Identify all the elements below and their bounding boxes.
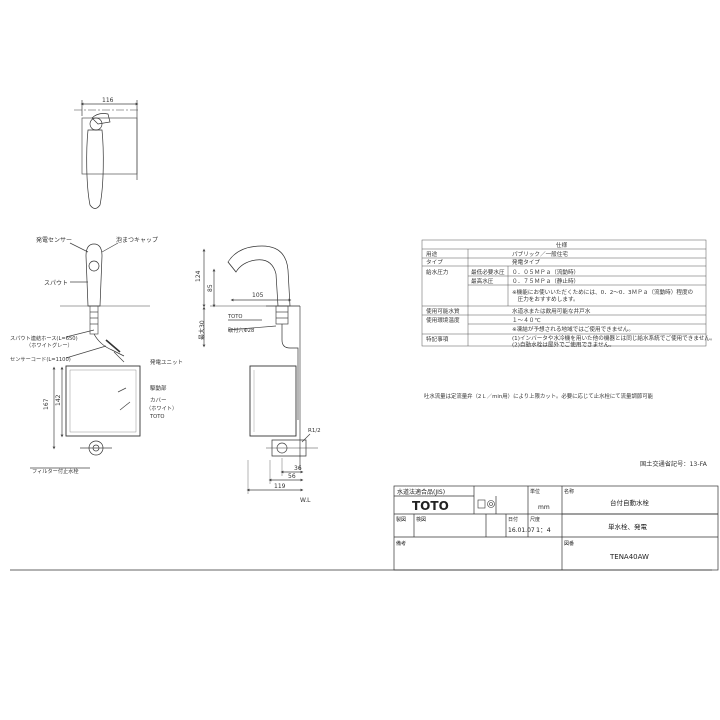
- dim-max30: 最大30: [198, 320, 206, 340]
- dim-85: 85: [207, 284, 214, 292]
- tb-unit-label: 単位: [530, 488, 540, 495]
- spec-label: 用途: [426, 250, 438, 258]
- tb-scale: 1：4: [536, 526, 551, 534]
- tb-name: 台付自動水栓: [610, 498, 650, 507]
- spec-label: 使用環境温度: [426, 316, 460, 324]
- spec-value: ※機能にお使いいただくためには、0．2〜0．3ＭＰａ（流動時）程度の: [512, 288, 694, 296]
- label-sensor: 発電センサー: [36, 236, 72, 244]
- dim-105: 105: [252, 292, 264, 299]
- dim-167: 167: [43, 398, 50, 410]
- tb-drawn-label: 製図: [396, 516, 406, 523]
- spec-label: タイプ: [426, 258, 443, 266]
- title-block: [10, 485, 719, 571]
- tb-date: 16.01.07: [508, 527, 535, 534]
- spec-label: 特記事項: [426, 335, 449, 343]
- label-cap: 泡まつキャップ: [116, 236, 158, 244]
- tb-name-label: 名称: [564, 488, 574, 495]
- tb-brand: TOTO: [412, 499, 449, 513]
- tb-sub-name: 単水栓、発電: [608, 522, 648, 531]
- spec-value: ０．７５ＭＰａ（静止時）: [512, 277, 579, 285]
- label-cord: センサーコード(L=1100): [10, 356, 71, 363]
- dim-119: 119: [274, 483, 286, 490]
- spec-value: (1)インバータや水冷機を用いた他の機器とは同じ給水系統でご使用できません。: [512, 334, 716, 342]
- label-hose-sub: （ホワイトグレー）: [26, 341, 73, 349]
- tb-checked-label: 検図: [416, 516, 426, 523]
- front-view: [30, 242, 150, 469]
- note-flow: 吐水流量は定流量弁（2Ｌ／min用）により上限カット。必要に応じて止水栓にて流量…: [424, 392, 654, 400]
- tb-scale-label: 尺度: [530, 516, 540, 523]
- label-wl: W.L: [300, 497, 311, 504]
- spec-value: (2)自動水栓は屋外でご使用できません。: [512, 341, 615, 349]
- label-toto-side: TOTO: [227, 314, 243, 320]
- tb-dwg-no: TENA40AW: [609, 553, 649, 561]
- spec-value: ※凍結が予想される地域ではご使用できません。: [512, 325, 634, 333]
- spec-value: ０．０５ＭＰａ（流動時）: [512, 268, 579, 276]
- spec-label: 使用可能水質: [426, 307, 460, 315]
- spec-value: 水道水または飲用可能な井戸水: [512, 307, 591, 315]
- dim-124: 124: [195, 270, 202, 282]
- label-drive: 駆動部: [150, 384, 167, 392]
- label-spout: スパウト: [44, 279, 68, 287]
- label-r12: R1/2: [308, 428, 321, 434]
- spec-title: 仕様: [556, 241, 568, 249]
- spec-value: 圧力をおすすめします。: [512, 295, 579, 303]
- label-cover: カバー: [150, 397, 167, 404]
- label-hole: 取付穴Φ28: [228, 326, 254, 334]
- spec-sub: 最低必要水圧: [471, 268, 505, 276]
- tb-dwg-label: 図番: [564, 540, 574, 547]
- label-cover-sub: （ホワイト）: [146, 405, 177, 412]
- spec-value: 発電タイプ: [512, 258, 540, 266]
- spec-value: １〜４０℃: [512, 317, 541, 324]
- dim-36: 36: [294, 465, 302, 472]
- note-mlit: 国土交通省記号：13-FA: [640, 460, 708, 468]
- label-generator: 発電ユニット: [150, 358, 183, 366]
- tb-remarks-label: 備考: [396, 540, 406, 547]
- spec-value: パブリック／一般住宅: [512, 250, 568, 258]
- tb-water-label: 水道法適合品(JIS): [397, 488, 445, 496]
- spec-label: 給水圧力: [426, 268, 449, 276]
- label-hose: スパウト連結ホース(L=650): [10, 334, 78, 342]
- spec-rows: 用途 パブリック／一般住宅 タイプ 発電タイプ 給水圧力 最低必要水圧 ０．０５…: [426, 250, 716, 349]
- tb-unit: mm: [538, 504, 550, 511]
- label-toto-front: TOTO: [149, 414, 165, 420]
- spec-sub: 最高水圧: [471, 277, 494, 285]
- third-angle-icon: [477, 499, 495, 509]
- side-view: [202, 245, 318, 494]
- dim-142: 142: [55, 394, 62, 406]
- label-filter: フィルター付止水栓: [32, 467, 79, 475]
- dim-56: 56: [288, 473, 296, 480]
- spec-table: [421, 239, 707, 347]
- top-width-dim: 116: [102, 97, 114, 104]
- tb-date-label: 日付: [508, 516, 518, 523]
- top-view: [74, 100, 140, 209]
